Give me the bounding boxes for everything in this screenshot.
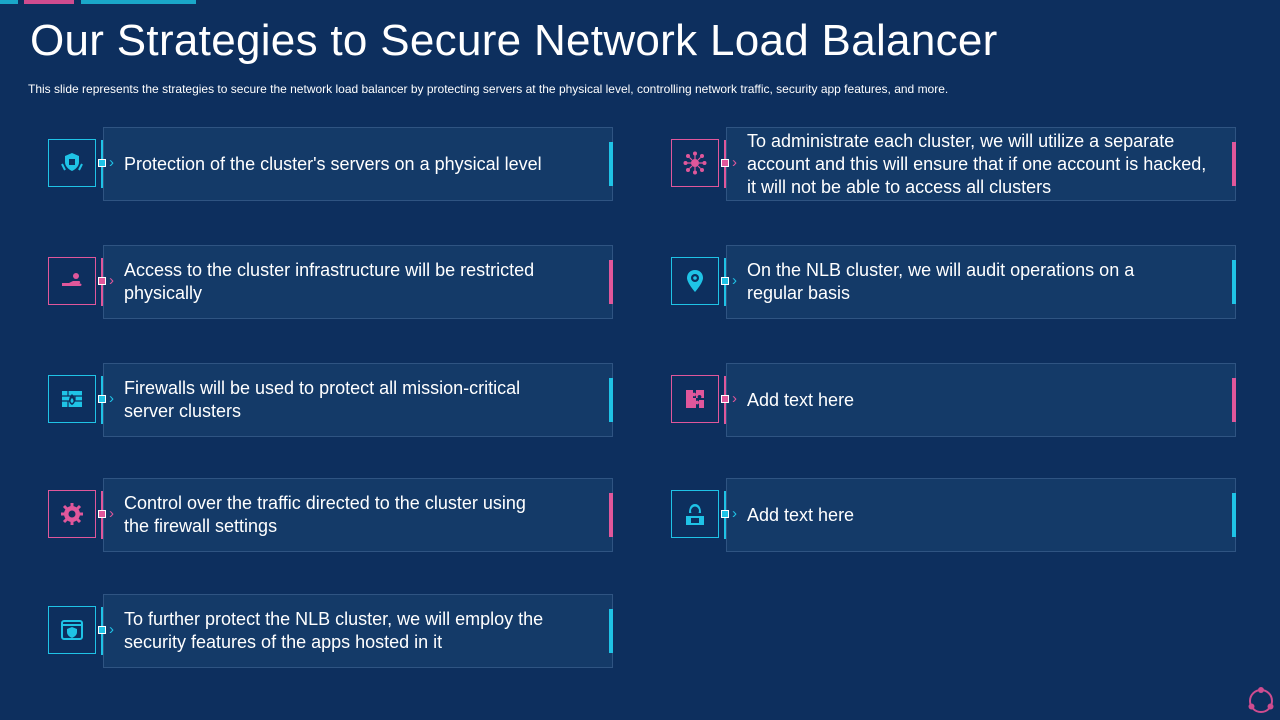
strategy-card <box>726 245 1236 319</box>
card-right-accent <box>609 378 613 422</box>
strategy-card <box>103 478 613 552</box>
card-right-accent <box>609 609 613 653</box>
strategy-card <box>726 478 1236 552</box>
firewall-icon <box>48 375 96 423</box>
strategy-text: Access to the cluster infrastructure wil… <box>124 260 535 303</box>
strategy-text: Firewalls will be used to protect all mi… <box>124 378 521 421</box>
strategy-item-2: › Access to the cluster infrastructure w… <box>48 245 613 319</box>
strategy-card <box>726 127 1236 201</box>
top-accent-bar-1 <box>0 0 18 4</box>
strategy-text: To further protect the NLB cluster, we w… <box>124 609 544 652</box>
app-security-icon <box>48 606 96 654</box>
chevron-right-icon: › <box>732 154 737 171</box>
strategy-card <box>103 363 613 437</box>
puzzle-icon <box>671 375 719 423</box>
connector-node <box>721 510 729 518</box>
chevron-right-icon: › <box>732 505 737 522</box>
strategy-card <box>103 127 613 201</box>
card-right-accent <box>609 142 613 186</box>
card-right-accent <box>1232 142 1236 186</box>
strategy-text: Add text here <box>747 389 855 410</box>
slide-title: Our Strategies to Secure Network Load Ba… <box>30 16 998 65</box>
hand-access-icon <box>48 257 96 305</box>
gear-icon <box>48 490 96 538</box>
strategy-item-9: › Add text here <box>671 478 1236 552</box>
connector-node <box>721 277 729 285</box>
strategy-text: Control over the traffic directed to the… <box>124 493 526 536</box>
card-right-accent <box>1232 260 1236 304</box>
strategy-card <box>103 245 613 319</box>
strategy-item-4: › Control over the traffic directed to t… <box>48 478 613 552</box>
strategy-item-5: › To further protect the NLB cluster, we… <box>48 594 613 668</box>
connector-node <box>98 510 106 518</box>
card-right-accent <box>609 493 613 537</box>
chevron-right-icon: › <box>732 272 737 289</box>
connector-node <box>98 277 106 285</box>
chevron-right-icon: › <box>109 505 114 522</box>
connector-node <box>721 395 729 403</box>
chevron-right-icon: › <box>109 272 114 289</box>
chevron-right-icon: › <box>732 390 737 407</box>
strategy-text: Add text here <box>747 504 855 525</box>
card-right-accent <box>1232 493 1236 537</box>
strategy-card <box>726 363 1236 437</box>
card-right-accent <box>609 260 613 304</box>
top-accent-bar-2 <box>24 0 74 4</box>
chevron-right-icon: › <box>109 621 114 638</box>
top-accent-bar-3 <box>81 0 196 4</box>
connector-node <box>98 159 106 167</box>
strategy-item-8: › Add text here <box>671 363 1236 437</box>
strategy-item-1: › Protection of the cluster's servers on… <box>48 127 613 201</box>
server-shield-icon <box>48 139 96 187</box>
location-pin-gear-icon <box>671 257 719 305</box>
strategy-item-3: › Firewalls will be used to protect all … <box>48 363 613 437</box>
chevron-right-icon: › <box>109 154 114 171</box>
strategy-item-7: › On the NLB cluster, we will audit oper… <box>671 245 1236 319</box>
connector-node <box>721 159 729 167</box>
chevron-right-icon: › <box>109 390 114 407</box>
card-right-accent <box>1232 378 1236 422</box>
strategy-text: To administrate each cluster, we will ut… <box>747 130 1207 197</box>
strategy-item-6: › To administrate each cluster, we will … <box>671 127 1236 201</box>
connector-node <box>98 395 106 403</box>
strategy-card <box>103 594 613 668</box>
connector-node <box>98 626 106 634</box>
strategy-text: On the NLB cluster, we will audit operat… <box>747 260 1135 303</box>
brand-logo-icon <box>1248 687 1274 713</box>
network-cluster-icon <box>671 139 719 187</box>
strategy-text: Protection of the cluster's servers on a… <box>124 153 542 174</box>
slide-subtitle: This slide represents the strategies to … <box>28 82 949 96</box>
hacker-icon <box>671 490 719 538</box>
